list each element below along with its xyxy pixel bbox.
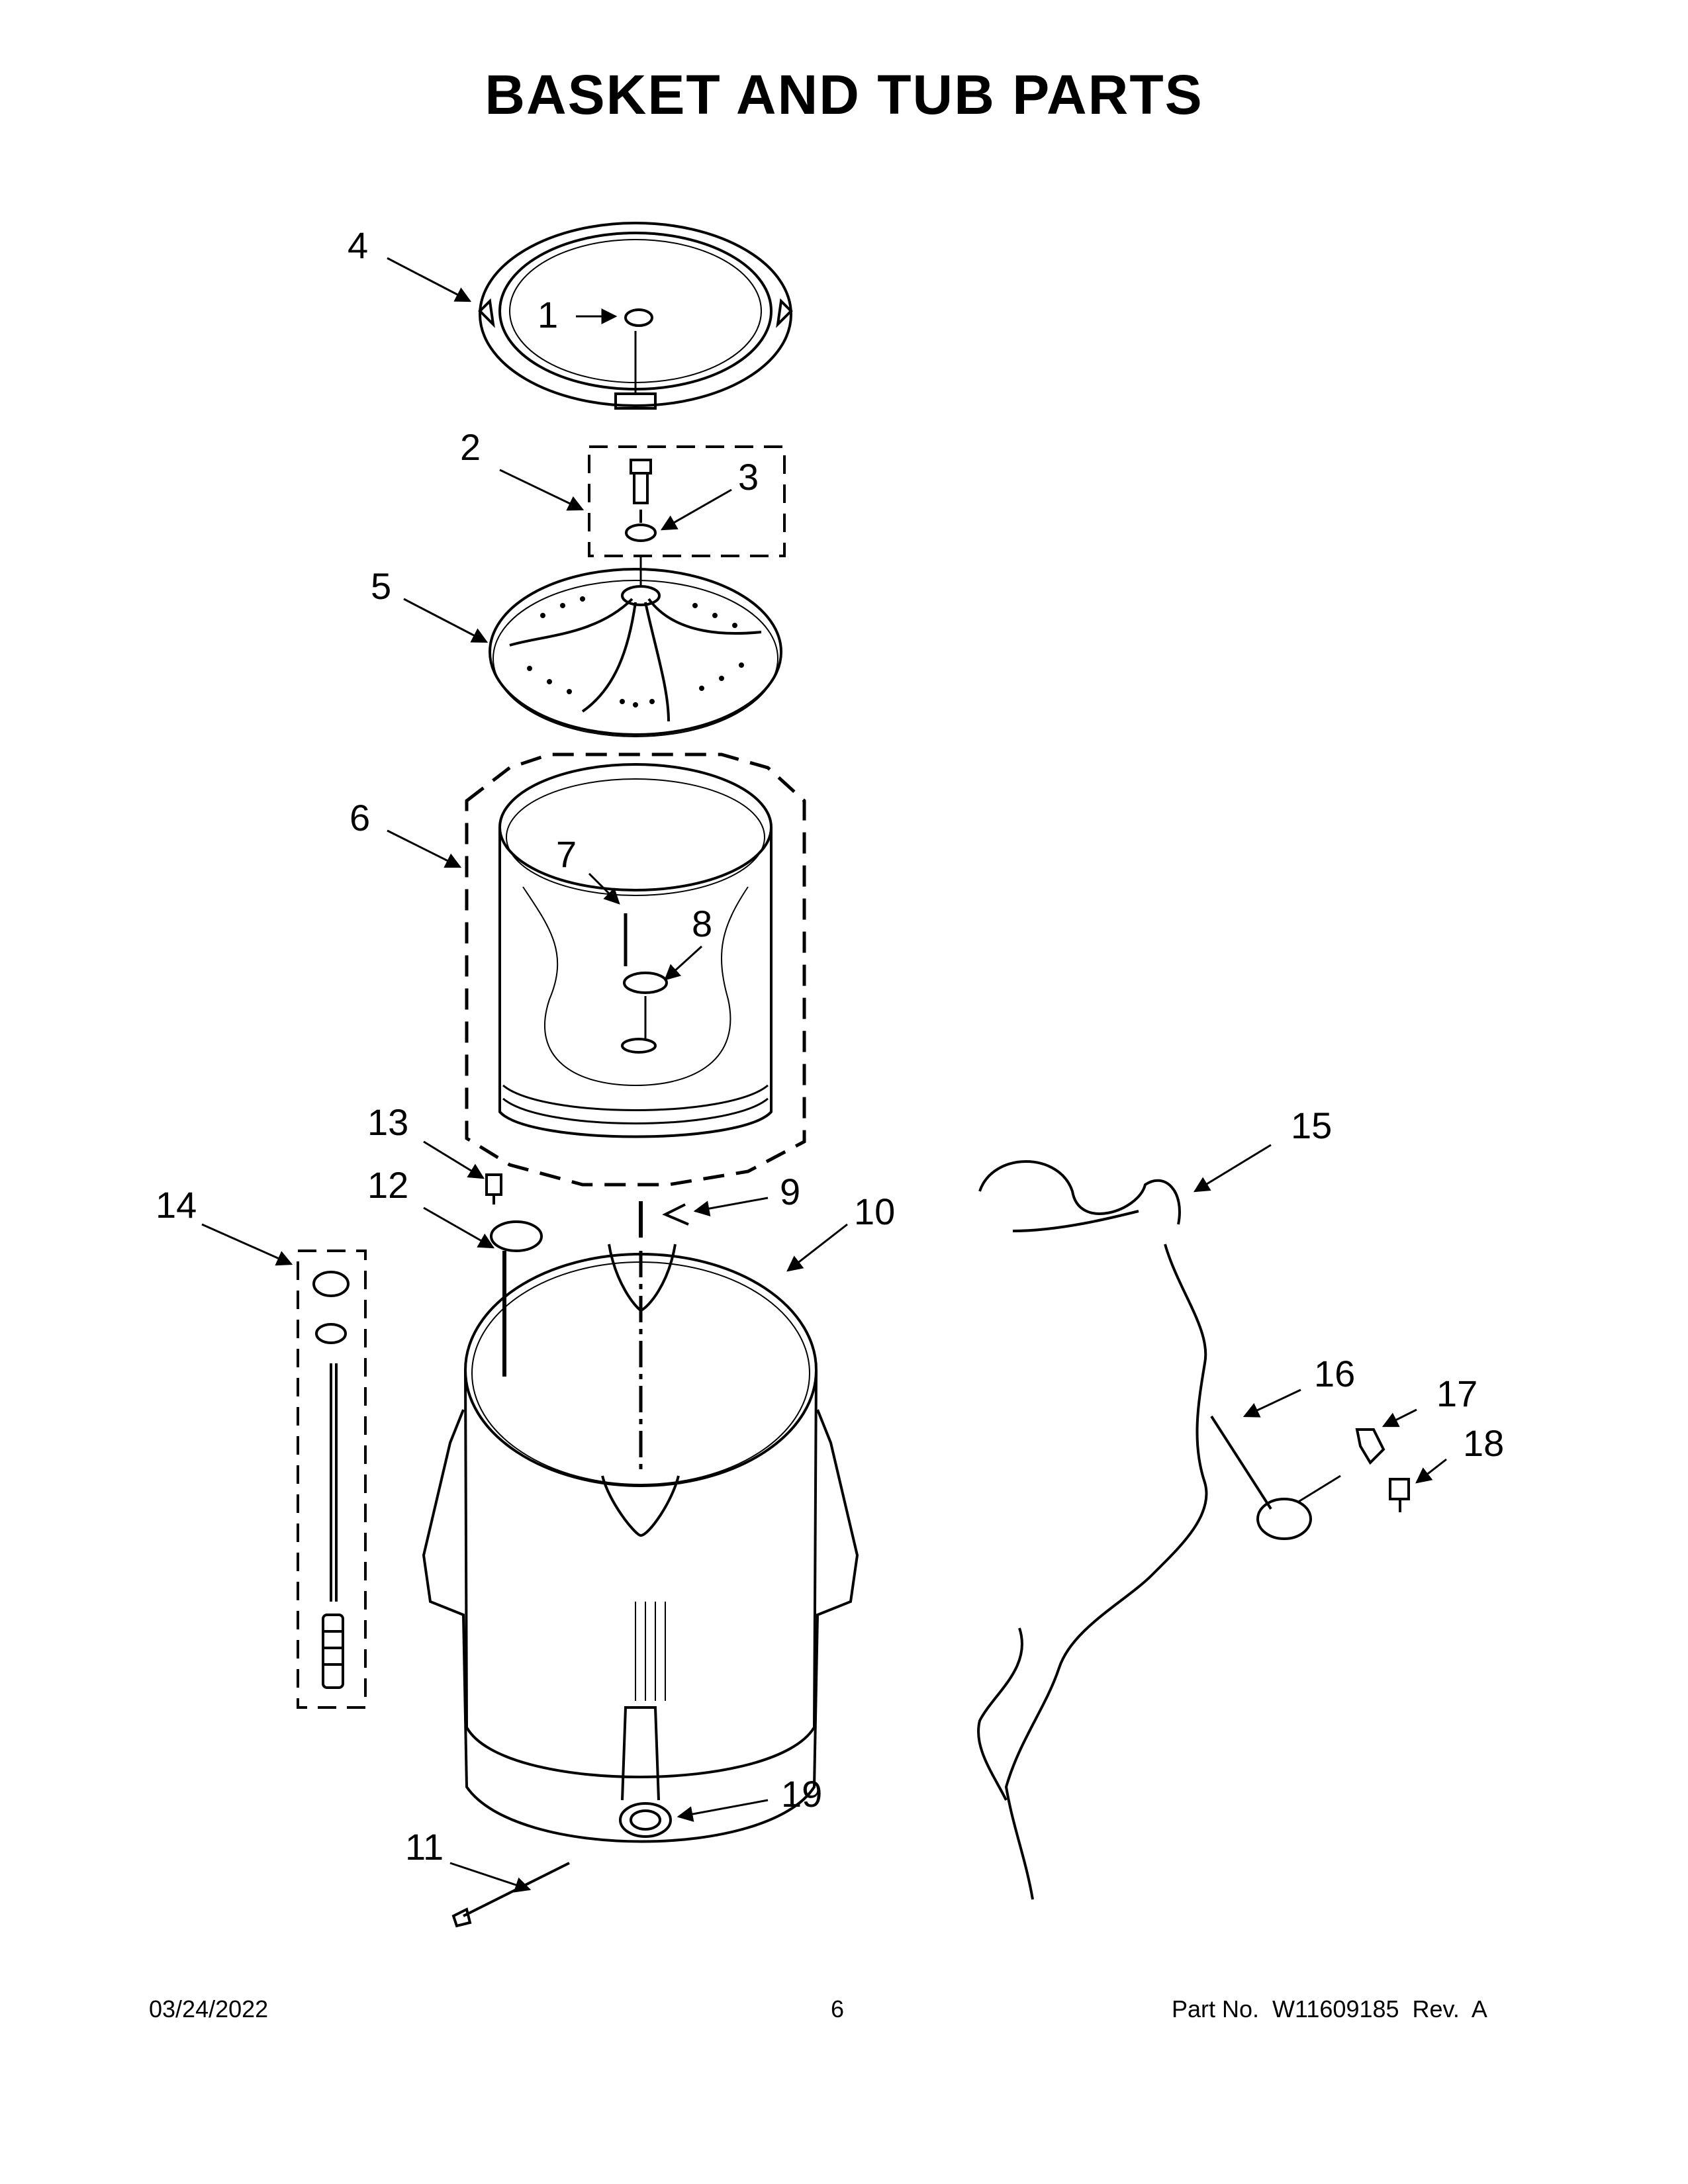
- part-17-clip: [1355, 1428, 1385, 1465]
- callout-3: 3: [738, 456, 759, 498]
- part-2-bolt-assembly: [588, 445, 786, 557]
- callout-15: 15: [1291, 1105, 1332, 1146]
- callout-arrows: [201, 257, 1447, 1893]
- footer-part-number: Part No. W11609185 Rev. A: [1172, 1995, 1487, 2023]
- callout-8: 8: [692, 903, 712, 944]
- callout-1: 1: [538, 294, 558, 336]
- callout-17: 17: [1436, 1373, 1477, 1414]
- part-10-outer-tub: [422, 1244, 859, 1843]
- footer-page-number: 6: [831, 1995, 845, 2023]
- part-16-grommet: [1256, 1498, 1312, 1540]
- callout-11: 11: [405, 1826, 444, 1868]
- callout-6: 6: [350, 797, 370, 839]
- callout-10: 10: [854, 1191, 895, 1232]
- callout-12: 12: [367, 1164, 408, 1206]
- part-5-impeller: [489, 556, 782, 737]
- callout-13: 13: [367, 1101, 408, 1143]
- part-19-seal: [619, 1802, 672, 1838]
- callout-7: 7: [556, 833, 577, 875]
- callout-9: 9: [780, 1171, 800, 1212]
- part-6-basket: [465, 752, 806, 1187]
- callout-2: 2: [460, 426, 481, 468]
- part-14-suspension-rod: [297, 1250, 367, 1709]
- page-title: BASKET AND TUB PARTS: [485, 64, 1203, 126]
- callout-18: 18: [1463, 1422, 1504, 1464]
- part-11-wire-tie: [451, 1862, 570, 1928]
- part-1-cap: [624, 308, 653, 327]
- part-12-13-bracket-screw: [485, 1173, 543, 1377]
- part-4-tub-ring: [478, 222, 793, 410]
- callout-19: 19: [781, 1773, 822, 1815]
- footer-date: 03/24/2022: [149, 1995, 269, 2023]
- callout-14: 14: [156, 1184, 197, 1226]
- part-18-screw: [1389, 1478, 1410, 1512]
- part-15-wire-harness: [977, 1160, 1341, 1900]
- callout-5: 5: [371, 565, 391, 607]
- part-9-clip: [639, 1201, 689, 1238]
- callout-4: 4: [348, 224, 368, 266]
- impeller-holes: [527, 596, 744, 707]
- callout-16: 16: [1314, 1353, 1355, 1394]
